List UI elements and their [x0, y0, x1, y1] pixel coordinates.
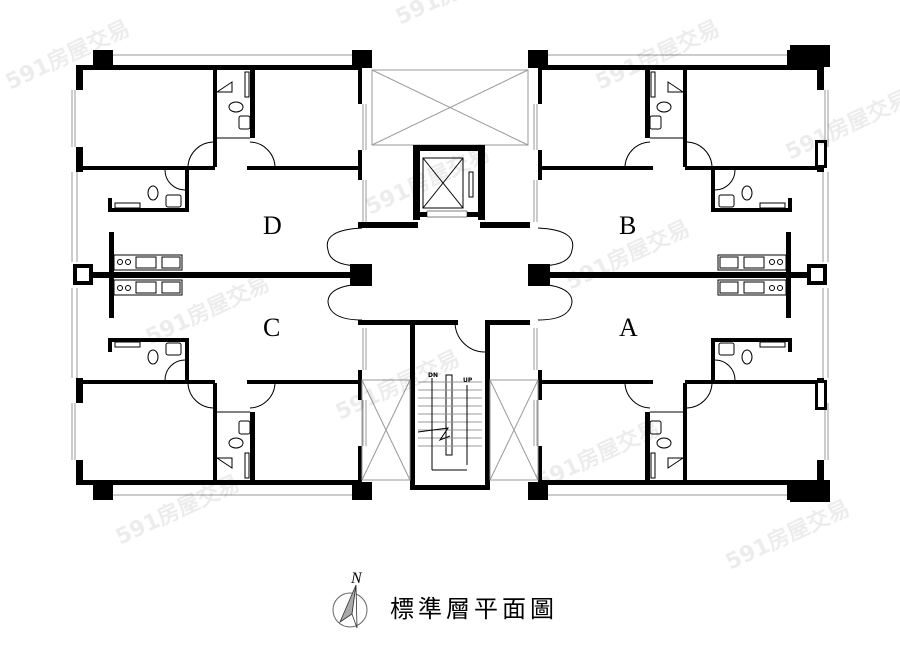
lobby [326, 222, 574, 353]
north-label: N [350, 570, 363, 587]
svg-text:591房屋交易: 591房屋交易 [392, 0, 524, 30]
stair-up-label: UP [463, 377, 473, 384]
light-well [371, 69, 529, 146]
elevator [413, 145, 485, 220]
svg-text:591房屋交易: 591房屋交易 [722, 495, 854, 575]
columns [73, 45, 830, 502]
unit-d-layout [71, 49, 373, 277]
staircase: DN UP [361, 325, 539, 490]
unit-label-b: B [619, 211, 636, 240]
svg-text:591房屋交易: 591房屋交易 [142, 270, 274, 350]
unit-label-c: C [263, 313, 280, 342]
plan-title: 標準層平面圖 [390, 595, 558, 623]
north-arrow-icon: N [332, 570, 368, 629]
svg-text:591房屋交易: 591房屋交易 [332, 345, 464, 425]
unit-label-d: D [263, 211, 282, 240]
svg-text:591房屋交易: 591房屋交易 [782, 85, 900, 165]
stair-down-label: DN [428, 372, 438, 379]
unit-label-a: A [619, 313, 638, 342]
